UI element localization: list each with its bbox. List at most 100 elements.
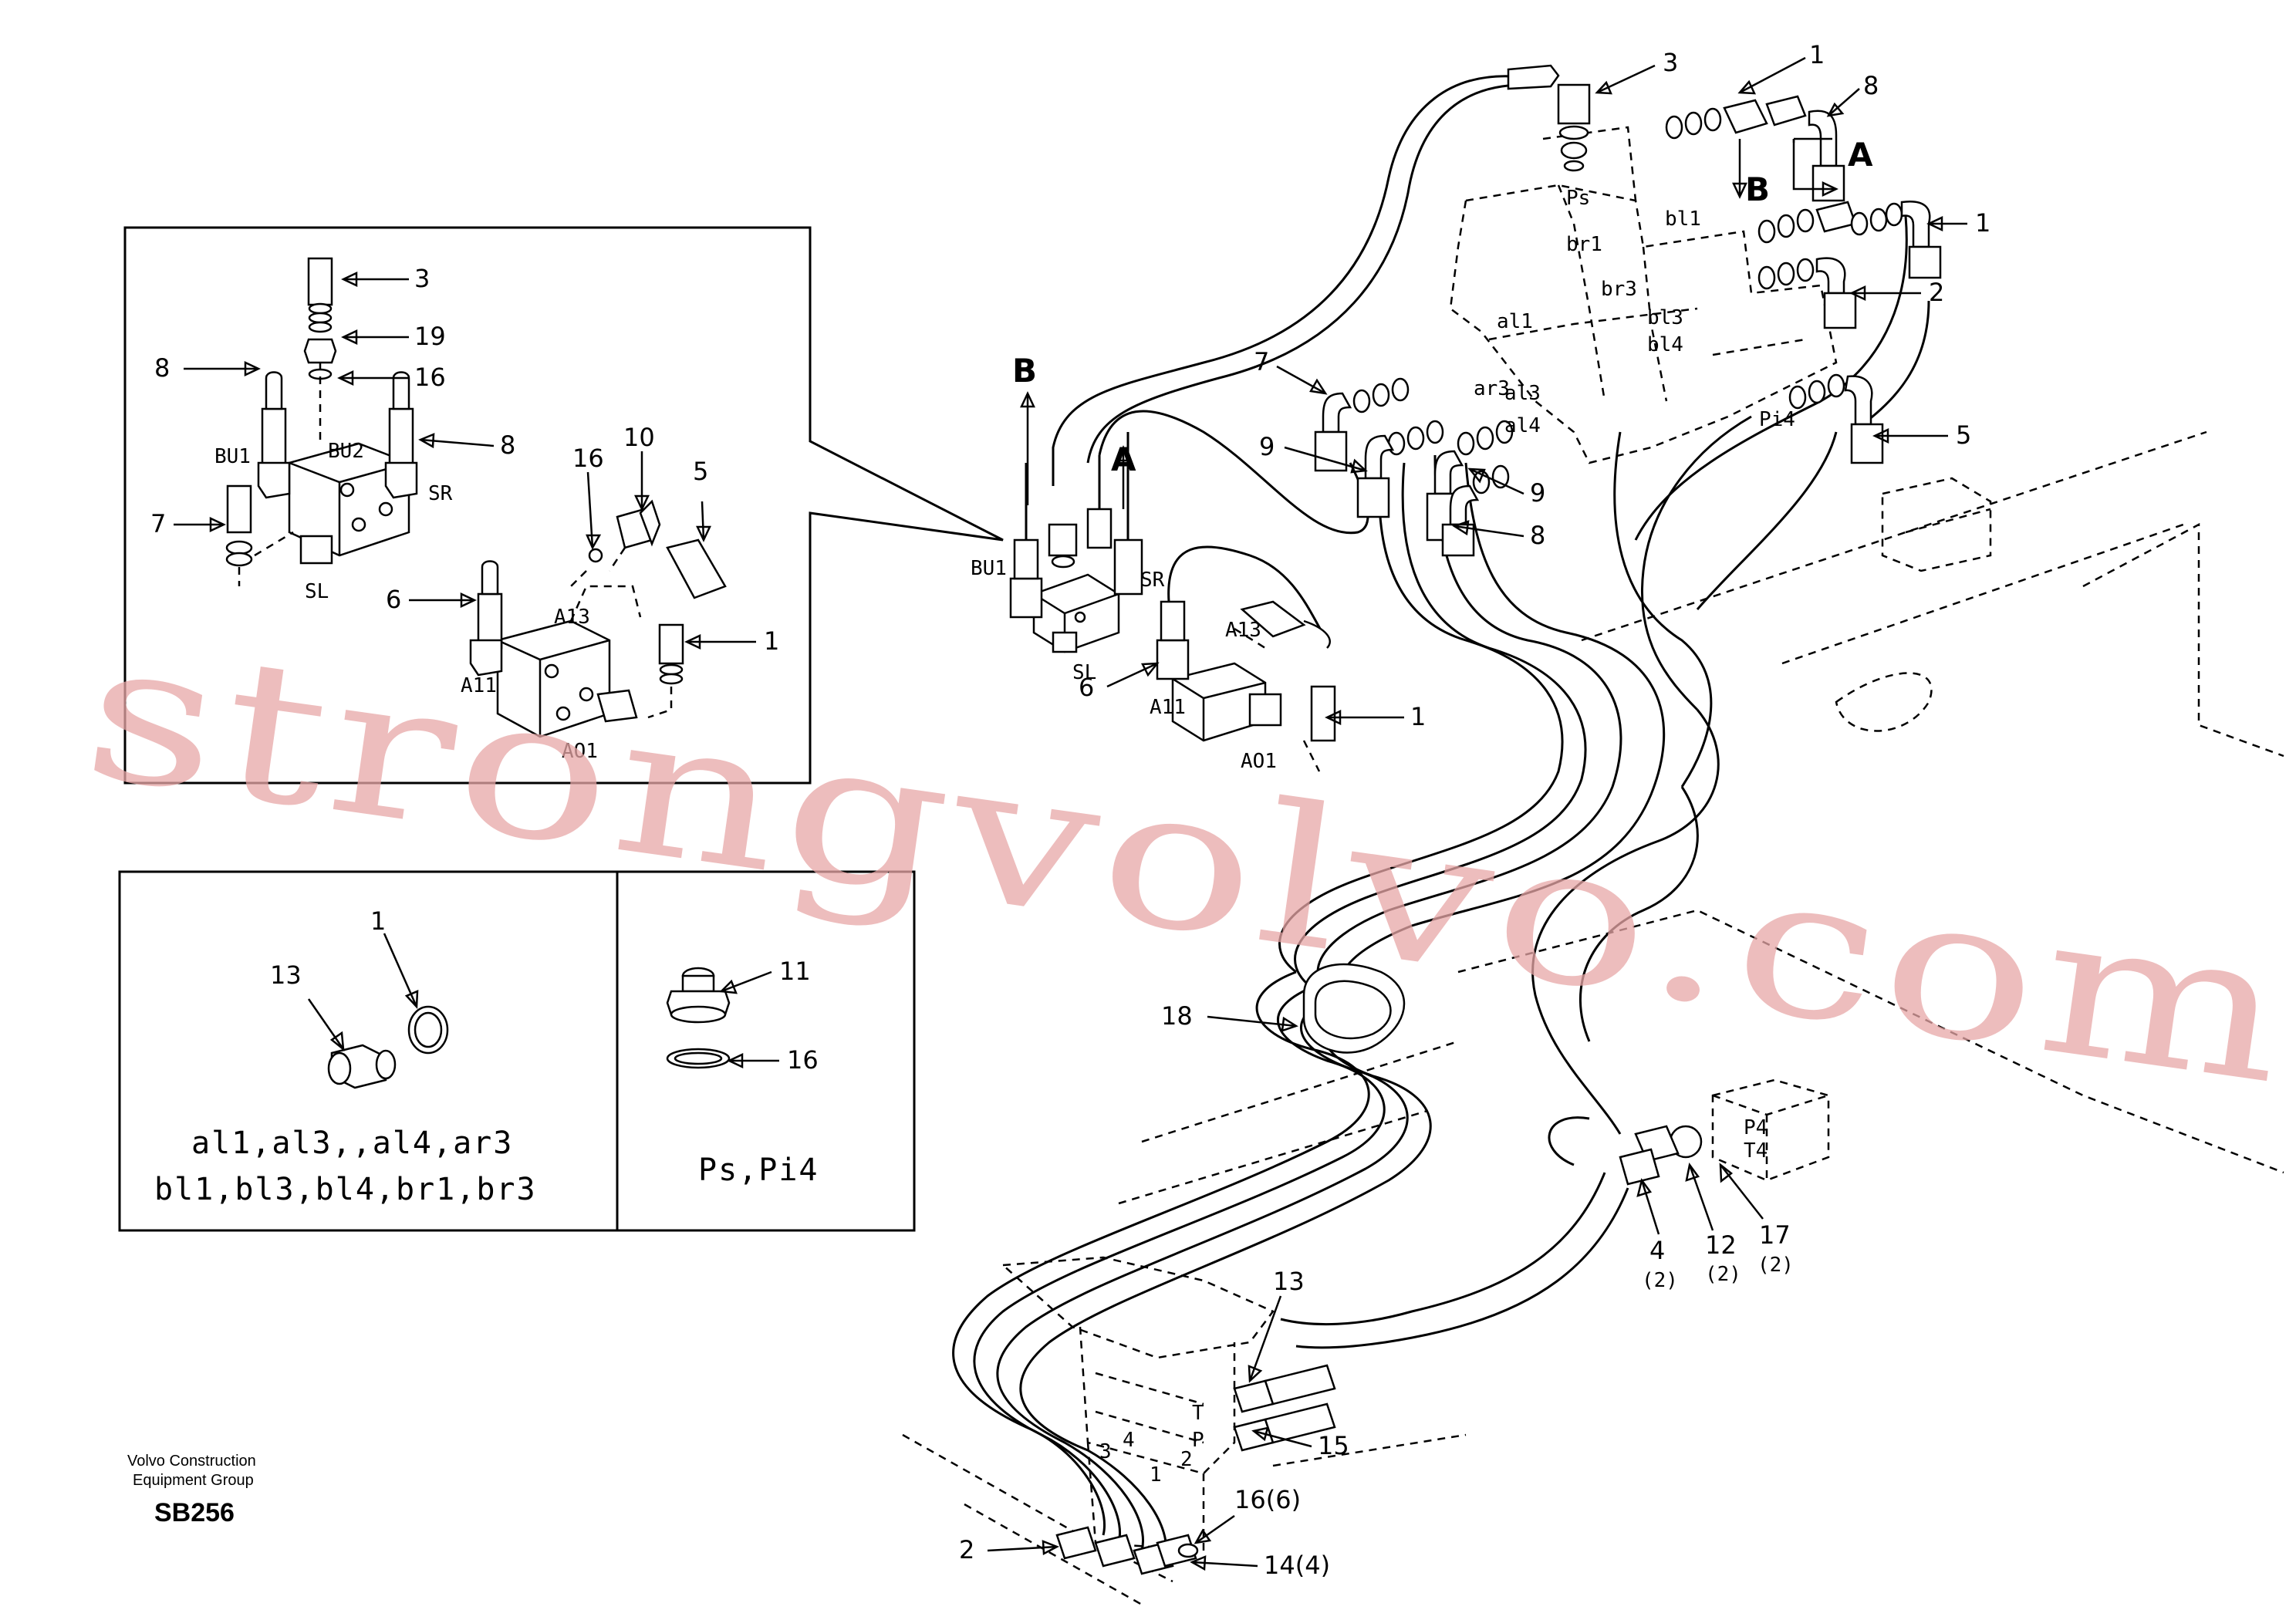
inset-callout-16b: 16: [572, 444, 604, 473]
main-callout-17: 17: [1759, 1220, 1791, 1250]
arrow-label-a-top: A: [1848, 136, 1873, 174]
table-left-line1: al1,al3,,al4,ar3: [191, 1126, 513, 1161]
inset-callout-10: 10: [623, 423, 655, 452]
port-al3: al3: [1504, 382, 1541, 405]
port-t4: T4: [1744, 1139, 1768, 1163]
main-callout-17-qty: (2): [1757, 1254, 1794, 1277]
arrow-label-b-mid: B: [1012, 352, 1037, 390]
port-bl3: bl3: [1647, 306, 1683, 329]
port-p4: P4: [1744, 1116, 1768, 1139]
footer-line2: Equipment Group: [133, 1472, 254, 1489]
main-callout-1-mid: 1: [1410, 702, 1426, 731]
inset-callout-8-left: 8: [154, 353, 170, 383]
arrow-label-b-top: B: [1745, 170, 1770, 208]
inset-callout-16: 16: [414, 363, 446, 392]
table-right-line1: Ps,Pi4: [698, 1153, 819, 1188]
main-callout-6: 6: [1079, 673, 1094, 702]
pilot-control-valve: [1000, 1256, 1336, 1575]
table-fitting-13: [327, 1044, 397, 1089]
main-callout-8-mid: 8: [1530, 521, 1545, 550]
inset-fitting-3: [303, 257, 337, 440]
inset-callout-6: 6: [386, 585, 401, 614]
inset-shuttle-bu: [225, 371, 418, 586]
inset-port-a13: A13: [554, 606, 590, 629]
port-4: 4: [1123, 1429, 1135, 1452]
port-br1: br1: [1566, 233, 1602, 256]
port-ar3: ar3: [1474, 377, 1510, 400]
port-bl1: bl1: [1665, 208, 1701, 231]
detail-inset: [123, 226, 1004, 785]
table-oring-1: [407, 1005, 449, 1055]
inset-port-sl: SL: [305, 580, 329, 603]
shuttle-block-main-lower: [1156, 600, 1336, 772]
port-p: P: [1192, 1429, 1204, 1452]
table-labels: 1 13 al1,al3,,al4,ar3 bl1,bl3,bl4,br1,br…: [154, 906, 819, 1207]
arrow-label-a-mid: A: [1111, 440, 1136, 478]
port-pi4: Pi4: [1759, 408, 1795, 431]
main-callout-4: 4: [1649, 1236, 1665, 1265]
main-labels: 3 1 8 1 2 5 7 9 9 8 6 1 18 4 (2) 12 (2) …: [959, 40, 1990, 1580]
port-br3: br3: [1601, 278, 1637, 301]
shuttle-block-main: [1009, 432, 1143, 653]
port-bl4: bl4: [1647, 333, 1683, 356]
inset-port-bu2: BU2: [328, 440, 364, 463]
inset-shuttle-a: [469, 560, 684, 738]
footer-code: SB256: [154, 1498, 235, 1527]
machine-frame-outline: [902, 430, 2284, 1606]
port-bu1-main: BU1: [971, 557, 1007, 580]
table-callout-13: 13: [270, 960, 302, 990]
port-sl-main: SL: [1072, 661, 1096, 684]
inset-port-ao1: AO1: [562, 740, 598, 763]
port-3: 3: [1099, 1440, 1112, 1463]
inset-callout-1: 1: [764, 626, 779, 656]
inset-port-a11: A11: [461, 674, 497, 697]
port-t: T: [1192, 1402, 1204, 1425]
table-callout-1: 1: [370, 906, 386, 936]
pilot-block-p4: [1619, 1078, 1830, 1186]
valve-fittings: [1314, 64, 1942, 557]
table-callout-11: 11: [779, 957, 811, 986]
inset-callout-8-right: 8: [500, 430, 515, 460]
table-fitting-11: [666, 967, 731, 1024]
thread-table: [118, 870, 916, 1232]
footer: Volvo Construction Equipment Group SB256: [127, 1453, 256, 1527]
port-ao1-main: AO1: [1241, 750, 1277, 773]
port-al1: al1: [1497, 310, 1533, 333]
main-callout-18: 18: [1161, 1001, 1193, 1031]
main-callout-8-top: 8: [1863, 71, 1879, 100]
port-1: 1: [1150, 1463, 1162, 1487]
main-callout-9-left: 9: [1259, 432, 1275, 461]
main-callout-4-qty: (2): [1642, 1269, 1678, 1292]
main-callout-14: 14(4): [1264, 1551, 1330, 1580]
port-a13-main: A13: [1225, 619, 1261, 642]
port-a11-main: A11: [1150, 696, 1186, 719]
main-callout-2-bottom: 2: [959, 1535, 974, 1564]
inset-callout-7: 7: [150, 509, 166, 538]
main-callout-9-right: 9: [1530, 478, 1545, 508]
inset-port-bu1: BU1: [214, 445, 251, 468]
inset-fitting-10: [570, 499, 727, 599]
inset-callout-19: 19: [414, 322, 446, 351]
inset-callout-3: 3: [414, 264, 430, 293]
port-ps: Ps: [1566, 187, 1590, 210]
main-callout-3: 3: [1663, 48, 1678, 77]
table-left-line2: bl1,bl3,bl4,br1,br3: [154, 1172, 537, 1207]
main-callout-2-right: 2: [1929, 278, 1944, 307]
main-callout-15: 15: [1318, 1431, 1349, 1460]
table-callout-16: 16: [787, 1045, 819, 1075]
leader-lines: [174, 56, 1967, 1571]
hose-clamp-18: [1302, 963, 1406, 1054]
main-callout-12: 12: [1705, 1230, 1737, 1260]
table-oring-16: [666, 1048, 731, 1069]
main-callout-12-qty: (2): [1705, 1263, 1741, 1286]
main-callout-7: 7: [1254, 347, 1269, 376]
main-callout-5: 5: [1956, 420, 1971, 450]
inset-callout-5: 5: [693, 457, 708, 486]
footer-line1: Volvo Construction: [127, 1453, 256, 1470]
port-sr-main: SR: [1140, 569, 1165, 592]
inset-labels: 3 19 16 8 8 7 16 10 5 6 1 BU1 BU2 SR SL …: [150, 264, 779, 763]
main-callout-1-right: 1: [1975, 208, 1990, 238]
main-callout-13: 13: [1273, 1267, 1305, 1296]
main-callout-16: 16(6): [1234, 1485, 1301, 1514]
